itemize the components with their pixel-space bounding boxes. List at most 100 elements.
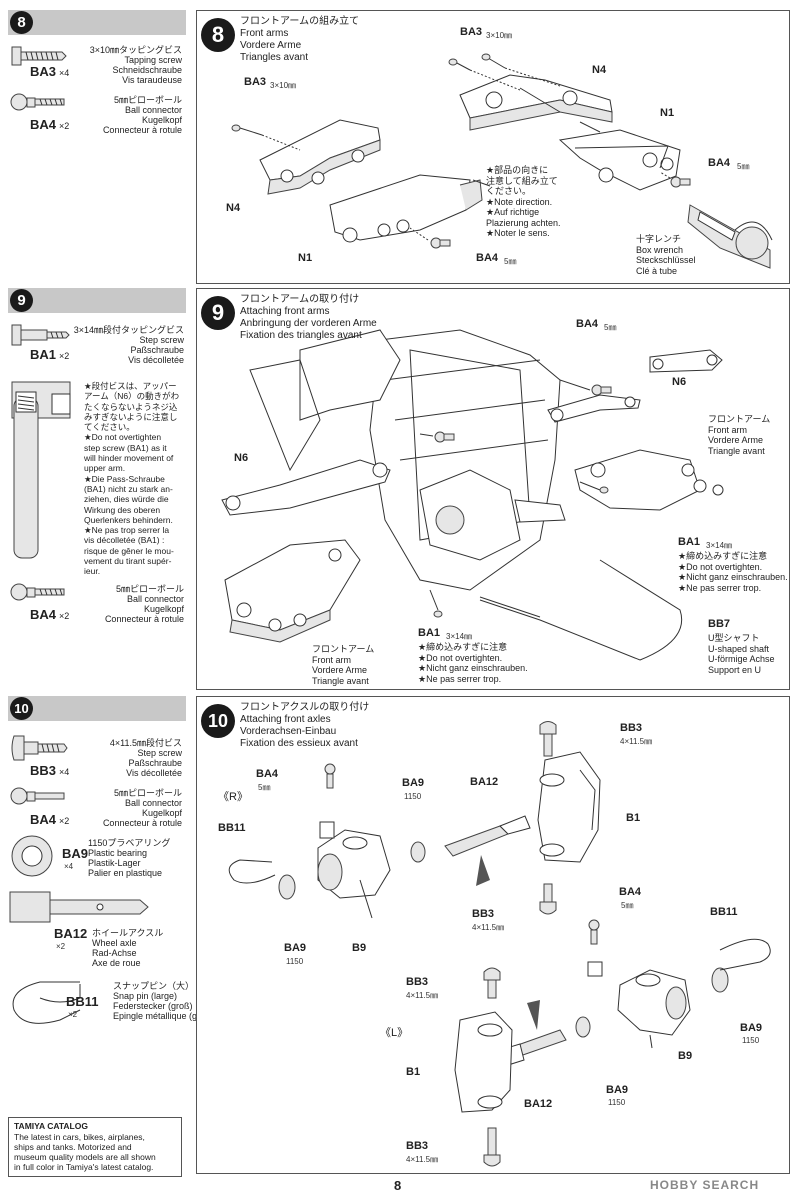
step10-arrows [359, 855, 653, 1049]
ba4-ball-illustration-9 [10, 583, 65, 601]
part-code-ba12: BA12 [54, 926, 88, 941]
part-code-bb11: BB11 [66, 994, 99, 1009]
tamiya-catalog-box: TAMIYA CATALOG The latest in cars, bikes… [8, 1117, 182, 1177]
part-code-ba3: BA3×4 [30, 64, 70, 79]
step9-ba1-note-right: ★締め込みすぎに注意★Do not overtighten.★Nicht gan… [678, 551, 788, 593]
step10-label-bb3-l-bottom-size: 4×11.5㎜ [406, 1155, 439, 1164]
step10-label-ba9-l2-size: 1150 [608, 1098, 626, 1107]
step8-label-n1-right: N1 [660, 107, 675, 119]
step10-label-bb11-r: BB11 [218, 822, 246, 834]
bb3-screw-illustration-10 [11, 735, 68, 761]
step10-label-bb3-l-top: BB3 [406, 976, 429, 988]
page-number: 8 [394, 1178, 402, 1193]
step8-label-ba4-right: BA4 [708, 157, 731, 169]
step8-ball-connectors [409, 171, 691, 249]
step10-label-bb3-r-bottom-size: 4×11.5㎜ [472, 923, 505, 932]
step10-label-ba9-l-size: 1150 [742, 1036, 760, 1045]
step10-left-knuckle [454, 1011, 513, 1113]
step8-label-n4-left: N4 [226, 202, 241, 214]
step10-label-ba12-l: BA12 [524, 1098, 553, 1110]
step9-label-n6-left: N6 [234, 452, 249, 464]
step9-label-ba1-right-size: 3×14㎜ [706, 541, 733, 550]
part-code-ba4-9: BA4×2 [30, 607, 70, 622]
step9-label-ba1-bottom: BA1 [418, 627, 441, 639]
ba4-ball-illustration-10 [10, 787, 65, 805]
step9-label-ba1-bottom-size: 3×14㎜ [446, 632, 473, 641]
step10-left-snap-pin [719, 938, 771, 971]
catalog-text: The latest in cars, bikes, airplanes,shi… [14, 1132, 156, 1172]
part-code-ba4-10: BA4×2 [30, 812, 70, 827]
step10-label-ba4-r-size: 5㎜ [258, 783, 271, 792]
step10-left-screws [483, 919, 600, 1167]
step8-label-ba4-bottom-size: 5㎜ [504, 257, 517, 266]
step10-label-bb3-l-top-size: 4×11.5㎜ [406, 991, 439, 1000]
step8-box-wrench-illustration [687, 204, 773, 269]
step8-label-ba4-bottom: BA4 [476, 252, 499, 264]
step8-label-ba3-left-size: 3×10㎜ [270, 81, 297, 90]
step10-label-bb3-r-top-size: 4×11.5㎜ [620, 737, 653, 746]
step10-label-ba9-r: BA9 [402, 777, 425, 789]
step10-label-b9-l: B9 [678, 1050, 693, 1062]
step8-screws-top [448, 53, 561, 91]
step8-parts-number: 8 [10, 11, 33, 34]
step10-label-l: 《L》 [380, 1027, 409, 1039]
part-code-ba1: BA1×2 [30, 347, 70, 362]
step10-label-bb3-l-bottom: BB3 [406, 1140, 429, 1152]
step10-right-hub [317, 821, 391, 899]
step9-upper-arm-right [547, 394, 641, 423]
step9-u-shaft [479, 559, 682, 661]
step8-label-n1-left: N1 [298, 252, 313, 264]
step10-label-bb3-r-bottom: BB3 [472, 908, 495, 920]
step10-label-ba9-l: BA9 [740, 1022, 763, 1034]
step10-parts-header: 10 [8, 696, 186, 721]
step10-label-ba9-r-size: 1150 [404, 792, 422, 801]
bb11-pin-illustration-10 [12, 981, 81, 1024]
step10-right-axle [444, 815, 531, 857]
step10-right-snap-pin [228, 859, 276, 884]
step10-label-ba9-l2: BA9 [606, 1084, 629, 1096]
step10-right-bearing [410, 841, 426, 863]
step10-label-b1-l: B1 [406, 1066, 421, 1078]
step9-lower-arm-right [574, 449, 724, 511]
step10-label-ba9-r2: BA9 [284, 942, 307, 954]
part-qty-ba12: ×2 [56, 942, 66, 951]
step8-number: 8 [201, 18, 235, 52]
step9-screws [429, 481, 609, 618]
step9-label-n6-right: N6 [672, 376, 687, 388]
step8-left-arm-assembly [259, 119, 483, 243]
step10-right-bearing-outer [278, 874, 296, 900]
step10-right-screws [324, 721, 557, 915]
step10-label-ba9-r2-size: 1150 [286, 957, 304, 966]
step9-upper-arm-left [221, 459, 391, 516]
part-qty-ba9: ×4 [64, 862, 74, 871]
step10-left-hub [587, 961, 691, 1036]
step10-label-b1-r: B1 [626, 812, 641, 824]
overtighten-warning-text: ★段付ビスは、アッパーアーム（N6）の動きがわたくならないようネジ込みすぎないよ… [84, 381, 180, 577]
step9-label-ba4-size: 5㎜ [604, 323, 617, 332]
step10-number: 10 [201, 704, 235, 738]
step10-label-r: 《R》 [218, 791, 248, 803]
step8-screws-left [231, 124, 301, 151]
step10-left-bearing [575, 1016, 591, 1038]
step8-arrows [472, 87, 601, 187]
ba3-screw-illustration-8 [11, 46, 67, 66]
step10-left-bearing-outer [711, 967, 729, 993]
catalog-heading: TAMIYA CATALOG [14, 1121, 88, 1131]
step10-label-bb3-r-top: BB3 [620, 722, 643, 734]
step8-label-ba4-right-size: 5㎜ [737, 162, 750, 171]
step9-parts-header: 9 [8, 288, 186, 313]
